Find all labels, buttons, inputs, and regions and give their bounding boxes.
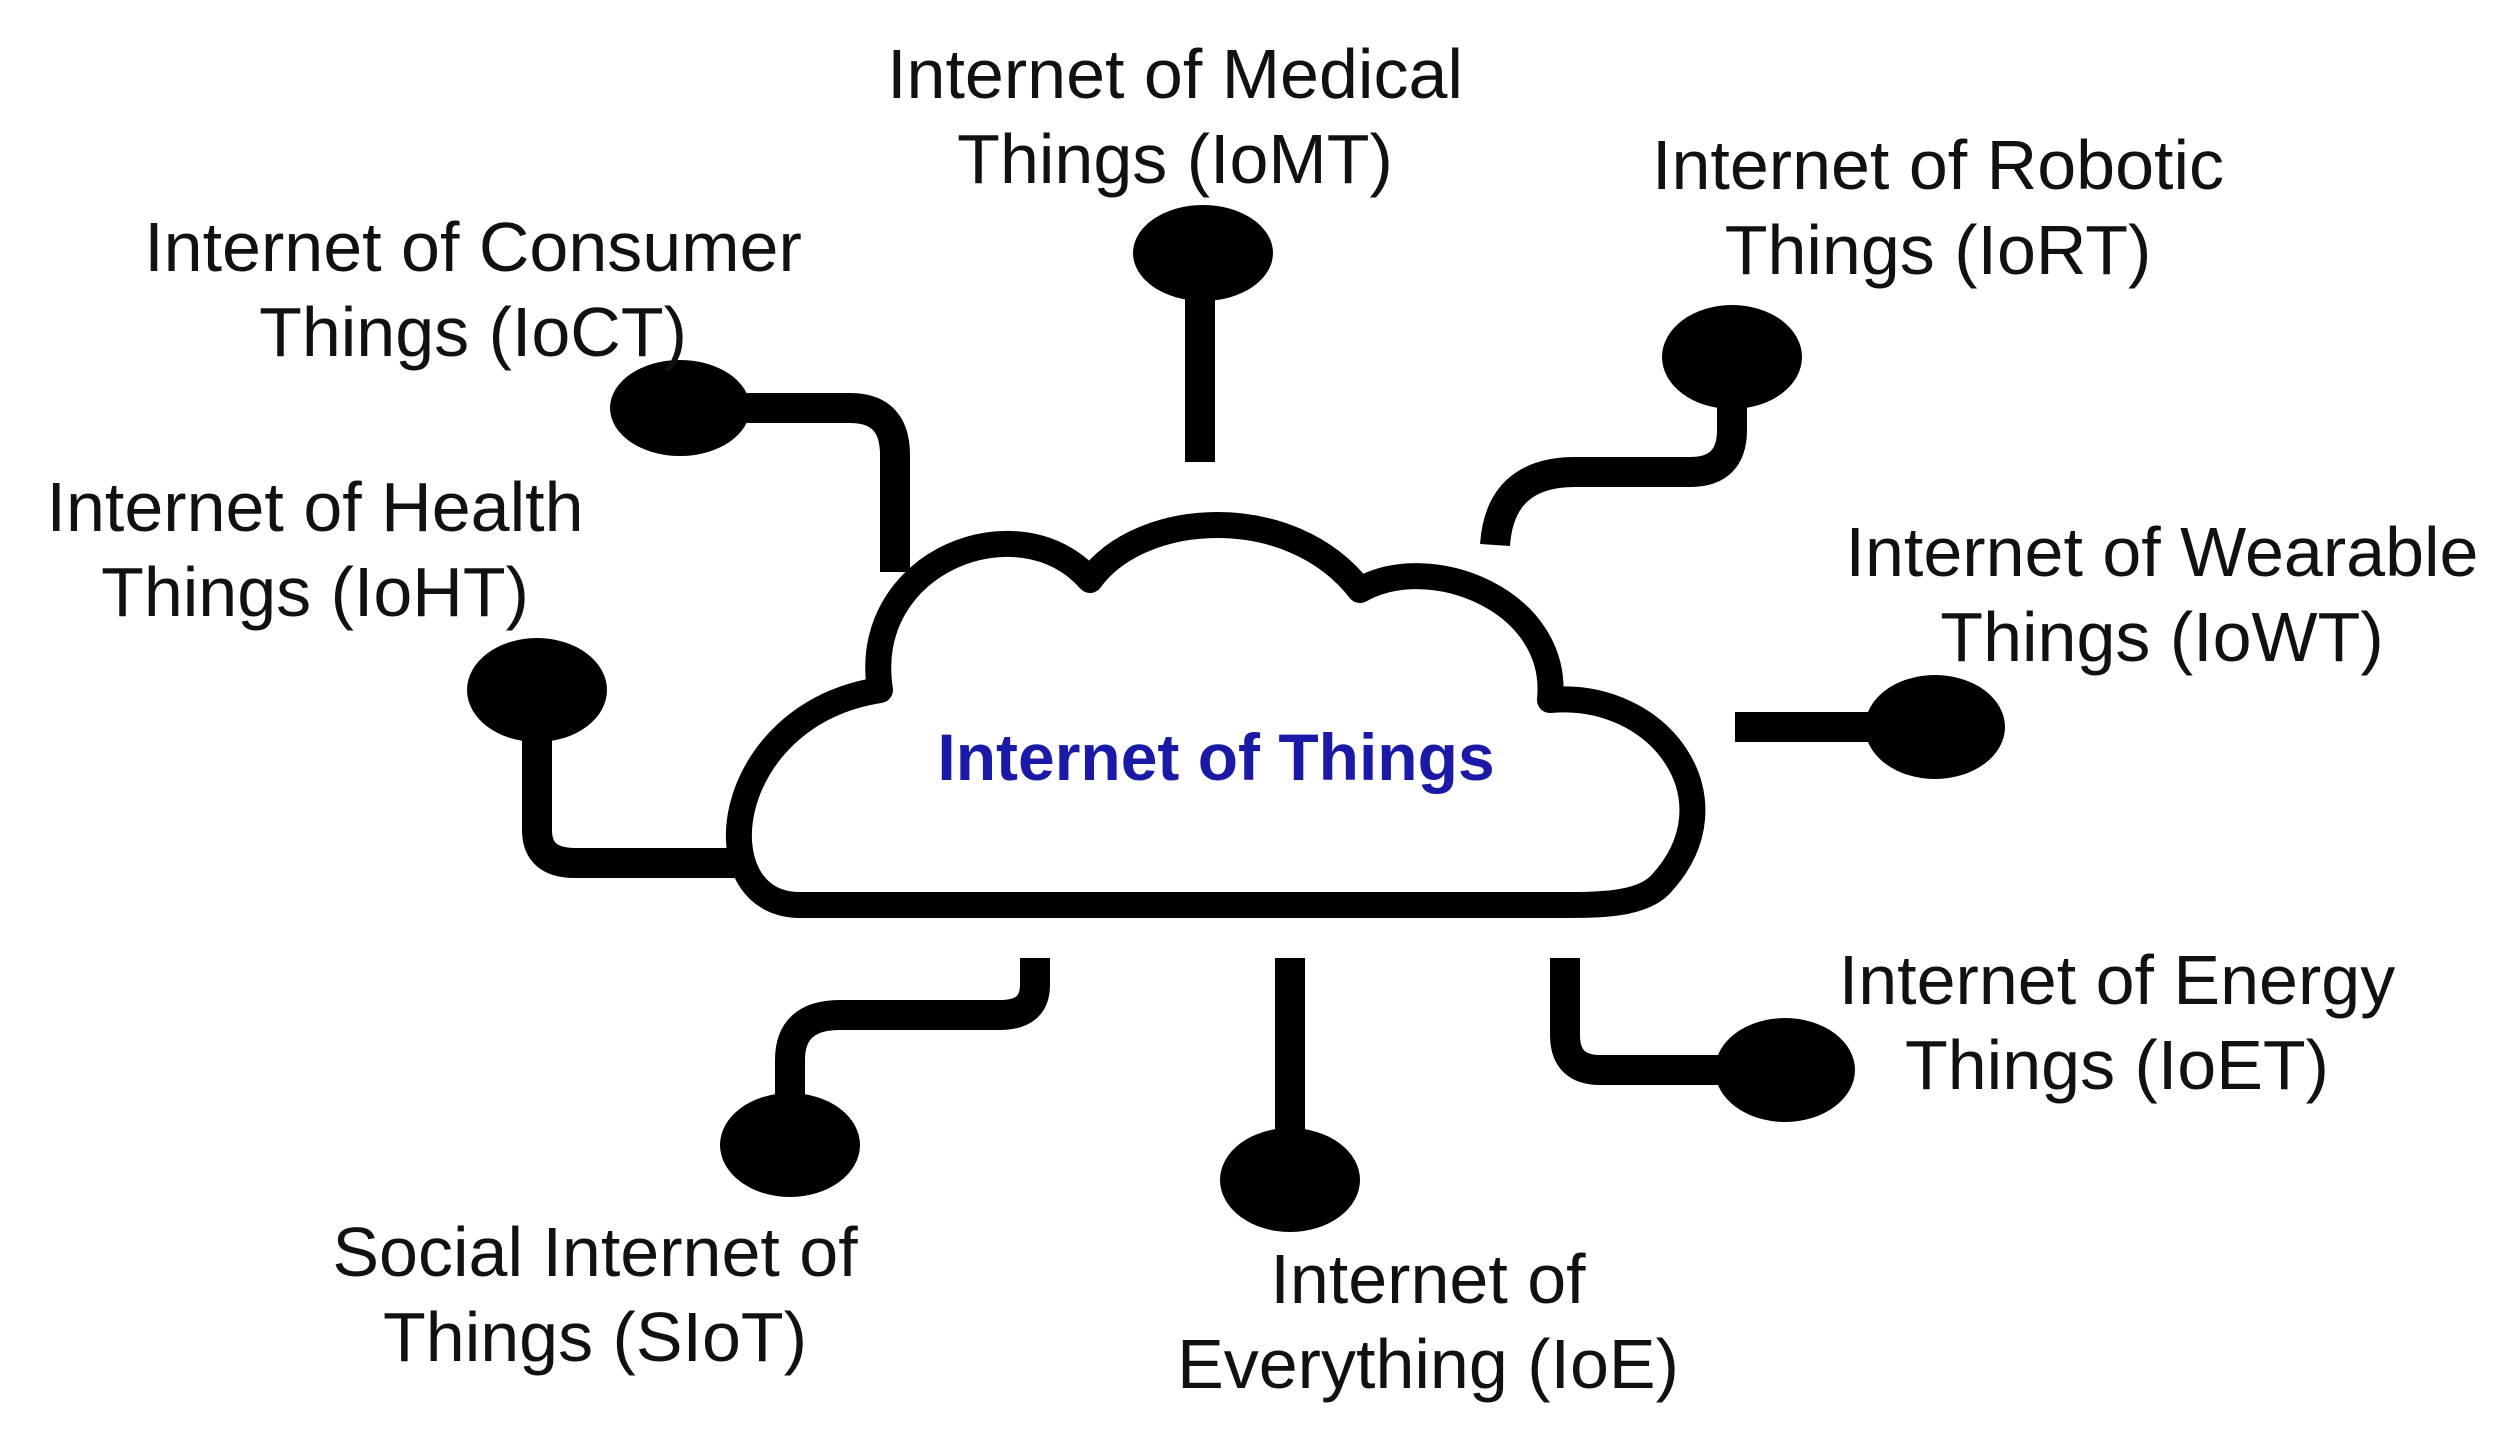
- connector-siot: [720, 958, 1050, 1197]
- node-label-line2: Everything (IoE): [1177, 1325, 1679, 1403]
- connector-iomt: [1133, 205, 1273, 462]
- node-label-ioht: Internet of Health Things (IoHT): [47, 465, 584, 635]
- node-label-line1: Internet of Wearable: [1845, 513, 2479, 591]
- node-label-line1: Internet of Robotic: [1652, 126, 2224, 204]
- node-label-siot: Social Internet of Things (SIoT): [332, 1210, 857, 1380]
- node-label-line1: Social Internet of: [332, 1213, 858, 1291]
- node-label-iowt: Internet of Wearable Things (IoWT): [1846, 510, 2479, 680]
- node-label-line2: Things (IoWT): [1940, 598, 2384, 676]
- node-label-line2: Things (IoHT): [101, 553, 529, 631]
- connector-iort: [1480, 305, 1802, 547]
- node-label-iort: Internet of Robotic Things (IoRT): [1652, 123, 2224, 293]
- node-label-line2: Things (IoRT): [1724, 211, 2152, 289]
- node-label-line1: Internet of: [1270, 1240, 1586, 1318]
- node-label-line2: Things (IoMT): [957, 120, 1393, 198]
- connector-ioe: [1220, 958, 1360, 1232]
- connector-ioct: [610, 360, 910, 572]
- connector-ioet: [1550, 958, 1855, 1122]
- node-label-ioct: Internet of Consumer Things (IoCT): [144, 205, 802, 375]
- node-label-ioe: Internet of Everything (IoE): [1177, 1237, 1679, 1407]
- connector-ioht: [467, 638, 745, 878]
- cloud-shape: [725, 512, 1706, 918]
- center-label: Internet of Things: [937, 720, 1495, 794]
- node-label-line1: Internet of Energy: [1838, 941, 2396, 1019]
- node-label-line2: Things (SIoT): [383, 1298, 807, 1376]
- node-label-line2: Things (IoET): [1904, 1026, 2329, 1104]
- node-label-line1: Internet of Medical: [887, 35, 1463, 113]
- node-label-line1: Internet of Consumer: [144, 208, 802, 286]
- connector-iowt: [1735, 675, 2005, 779]
- node-label-line1: Internet of Health: [46, 468, 584, 546]
- node-label-line2: Things (IoCT): [259, 293, 687, 371]
- node-label-iomt: Internet of Medical Things (IoMT): [887, 32, 1463, 202]
- node-label-ioet: Internet of Energy Things (IoET): [1839, 938, 2395, 1108]
